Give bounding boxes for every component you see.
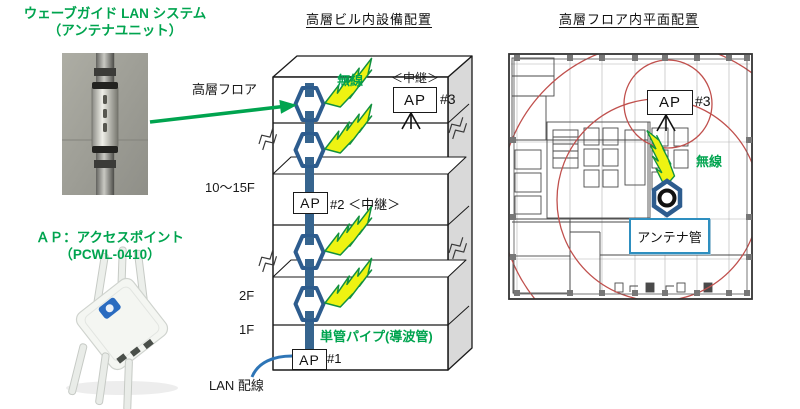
ap3-box-plan: AP <box>647 90 693 115</box>
floor-label-2f: 2F <box>239 288 255 303</box>
column-marks <box>510 55 752 296</box>
ap3-number-building: #3 <box>440 91 456 107</box>
pipe-label: 単管パイプ(導波管) <box>320 329 433 344</box>
lan-wiring-label: LAN 配線 <box>209 378 264 393</box>
antenna-pipe-label-box: アンテナ管 <box>629 218 710 254</box>
ap3-number-plan: #3 <box>695 93 711 109</box>
wireless-label-building: 無線 <box>337 73 364 88</box>
antenna-pipe-plan-icon <box>651 178 683 218</box>
waveguide-title-line1: ウェーブガイド LAN システム <box>23 6 207 21</box>
ap-title-line2: （PCWL-0410） <box>59 246 161 262</box>
antenna-unit-icon <box>293 86 326 322</box>
antenna-icon <box>401 112 421 130</box>
plan-section-title: 高層フロア内平面配置 <box>558 12 699 27</box>
lightning-bolt-icon <box>646 129 676 189</box>
building-elevation <box>149 55 473 378</box>
ap-title-line1: ＡＰ：アクセスポイント <box>36 230 184 245</box>
waveguide-title-line2: （アンテナユニット） <box>47 22 183 38</box>
lan-cable <box>250 354 293 378</box>
relay-label-top: ＜中継＞ <box>391 71 440 85</box>
floor-slab <box>272 156 467 175</box>
wireless-label-plan: 無線 <box>696 154 723 169</box>
pointer-arrow-icon <box>149 99 297 124</box>
antenna-unit-photo <box>62 53 148 195</box>
access-point-photo <box>66 246 178 409</box>
waveguide-system-title: ウェーブガイド LAN システム （アンテナユニット） <box>15 6 215 40</box>
ap3-box-building: AP <box>393 87 437 113</box>
ap1-number: #1 <box>327 351 342 366</box>
wall-break-icon <box>258 117 468 273</box>
ap1-box: AP <box>292 349 327 370</box>
floor-label-1f: 1F <box>239 322 255 337</box>
floor-label-10-15f: 10～15F <box>205 180 255 195</box>
building-section-title: 高層ビル内設備配置 <box>305 12 432 27</box>
lightning-bolt-icon <box>324 57 373 308</box>
waveguide-pipe <box>305 83 314 352</box>
floor-label-top: 高層フロア <box>192 82 258 97</box>
antenna-icon <box>656 114 676 132</box>
ap2-suffix: #2 ＜中継＞ <box>330 197 401 212</box>
access-point-title: ＡＰ：アクセスポイント （PCWL-0410） <box>10 230 210 264</box>
ap2-box: AP <box>293 192 328 214</box>
